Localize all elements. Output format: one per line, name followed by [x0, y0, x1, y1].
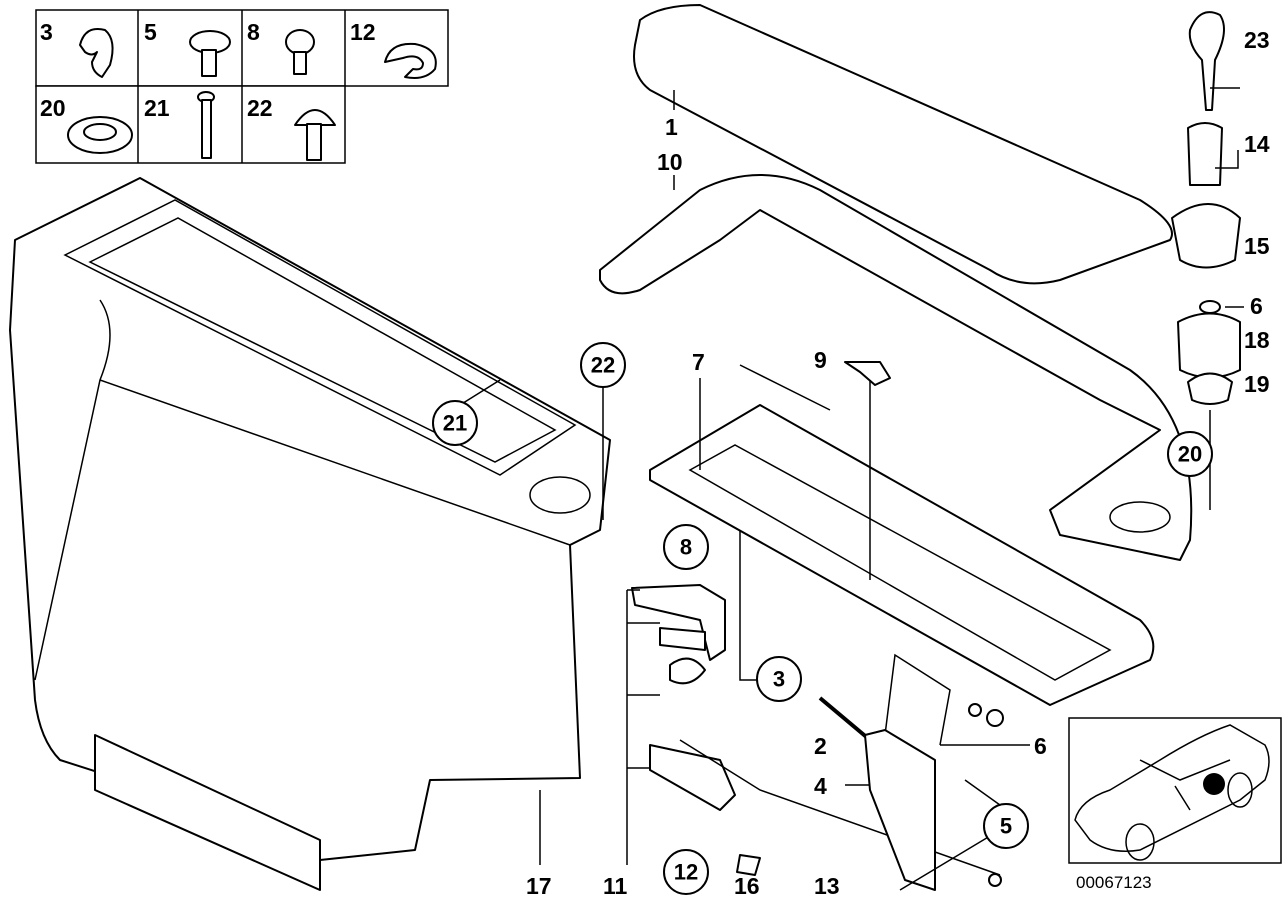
callout-8: 8 — [663, 524, 709, 570]
part-label: 14 — [1244, 131, 1270, 157]
screw-icon — [189, 30, 231, 77]
clip-icon — [79, 28, 114, 78]
car-outline-icon — [1074, 724, 1270, 852]
grid-label: 3 — [40, 19, 53, 45]
insert-part-19 — [1187, 372, 1233, 405]
callout-number: 20 — [1178, 442, 1202, 467]
fastener-grid: 3 5 8 12 20 21 22 — [35, 9, 449, 164]
part-label: 11 — [603, 873, 628, 899]
part-label: 10 — [657, 149, 683, 175]
circlip-icon — [384, 42, 437, 79]
ring-part-6 — [1199, 300, 1221, 314]
grid-label: 8 — [247, 19, 260, 45]
callout-number: 5 — [1000, 814, 1012, 839]
housing-part-17 — [9, 177, 611, 891]
lock-hole — [1109, 501, 1171, 533]
part-label: 16 — [734, 873, 760, 899]
callout-20: 20 — [1167, 431, 1213, 477]
part-label: 7 — [692, 349, 705, 375]
callout-number: 22 — [591, 353, 615, 378]
washer-icon — [67, 116, 133, 154]
bezel-part-15 — [1171, 203, 1241, 269]
grid-label: 21 — [144, 95, 170, 121]
housing-part-18 — [1177, 312, 1241, 379]
screw-icon — [294, 109, 336, 161]
part-label: 2 — [814, 733, 827, 759]
hinge-assembly — [631, 584, 1004, 891]
part-label: 6 — [1034, 733, 1047, 759]
callout-12: 12 — [663, 849, 709, 895]
grid-label: 20 — [40, 95, 66, 121]
callout-number: 21 — [443, 411, 467, 436]
car-location-inset: 00067123 — [1068, 717, 1282, 892]
part-label: 19 — [1244, 371, 1270, 397]
grid-label: 5 — [144, 19, 157, 45]
part-label: 23 — [1244, 27, 1270, 53]
part-label: 13 — [814, 873, 840, 899]
grid-label: 22 — [247, 95, 273, 121]
part-label: 15 — [1244, 233, 1270, 259]
screw-icon — [285, 29, 315, 75]
part-label: 1 — [665, 114, 678, 140]
bolt-icon — [197, 91, 215, 159]
callout-5: 5 — [983, 803, 1029, 849]
callout-22: 22 — [580, 342, 626, 388]
callout-3: 3 — [756, 656, 802, 702]
drawing-id: 00067123 — [1076, 873, 1152, 892]
key-part-23 — [1188, 11, 1225, 111]
callout-number: 12 — [674, 860, 698, 885]
part-label: 18 — [1244, 327, 1270, 353]
part-label: 6 — [1250, 293, 1263, 319]
clip-part-9 — [844, 361, 891, 386]
part-label: 17 — [526, 873, 552, 899]
callout-21: 21 — [432, 400, 478, 446]
part-label: 9 — [814, 347, 827, 373]
callout-number: 3 — [773, 667, 785, 692]
tray-part-7 — [649, 404, 1155, 706]
lid-part-1 — [633, 4, 1173, 285]
location-marker — [1203, 773, 1225, 795]
part-label: 4 — [814, 773, 827, 799]
grid-label: 12 — [350, 19, 376, 45]
callout-number: 8 — [680, 535, 692, 560]
lock-cylinder-part-14 — [1187, 122, 1223, 186]
